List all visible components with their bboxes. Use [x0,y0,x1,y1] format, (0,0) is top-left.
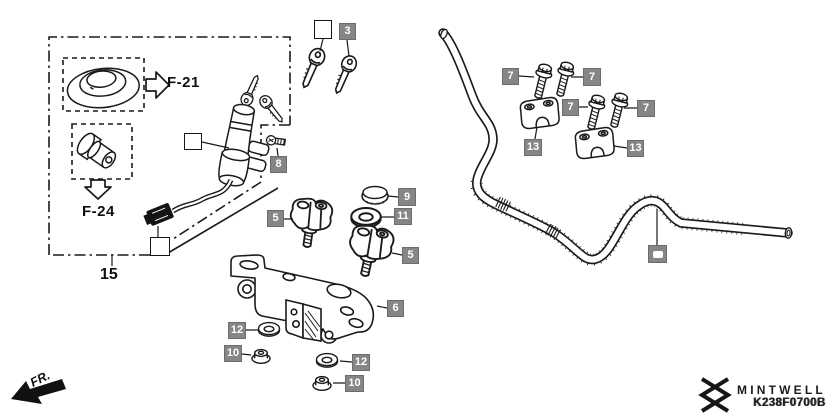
part-callout-11[interactable]: 11 [394,208,412,225]
f24-arrow-icon [84,179,112,200]
handlebar-drawing [438,28,793,266]
leader-lines [111,38,658,384]
part-callout-5[interactable]: 5 [267,210,284,227]
part-callout-5[interactable]: 5 [402,247,419,264]
part-callout-box-empty[interactable] [150,237,170,256]
brand-logo-text: MINTWELL [737,383,826,397]
part-callout-box-empty[interactable] [184,133,202,150]
part-callout-7[interactable]: 7 [583,68,601,86]
part-callout-10[interactable]: 10 [224,345,242,362]
lock-cylinder-drawing [76,132,117,169]
part-callout-7[interactable]: 7 [637,100,655,117]
f24-dashed-box [71,123,133,180]
ref-label-f24[interactable]: F-24 [82,203,115,220]
part-callout-7[interactable]: 7 [502,68,519,85]
f21-arrow-icon [145,71,170,99]
part-callout-8[interactable]: 8 [270,156,287,173]
group-callout-15[interactable]: 15 [100,266,118,283]
group-15-boundary [48,36,291,256]
part-callout-12[interactable]: 12 [228,322,246,339]
part-callout-9[interactable]: 9 [398,188,416,206]
part-callout-box-empty[interactable] [314,20,332,39]
part-callout-12[interactable]: 12 [352,354,370,371]
part-callout-13[interactable]: 13 [627,140,644,157]
ref-label-f21[interactable]: F-21 [167,74,200,91]
ignition-switch-drawing [143,72,288,226]
f21-dashed-box [62,57,145,112]
front-arrow-icon [11,379,66,404]
part-callout-10[interactable]: 10 [345,375,364,392]
brand-logo-icon [698,377,732,413]
bracket-drawing [230,254,375,344]
fuel-cap-drawing [66,67,140,109]
part-callout-13[interactable]: 13 [524,139,542,156]
screw-drawing [265,135,287,146]
cap-drawing [361,185,389,205]
part-callout-7[interactable]: 7 [562,99,579,116]
part-callout-icon[interactable] [648,245,667,263]
diagram-code: K238F0700B [753,397,826,409]
part-callout-3[interactable]: 3 [339,23,356,40]
part-callout-6[interactable]: 6 [387,300,404,317]
